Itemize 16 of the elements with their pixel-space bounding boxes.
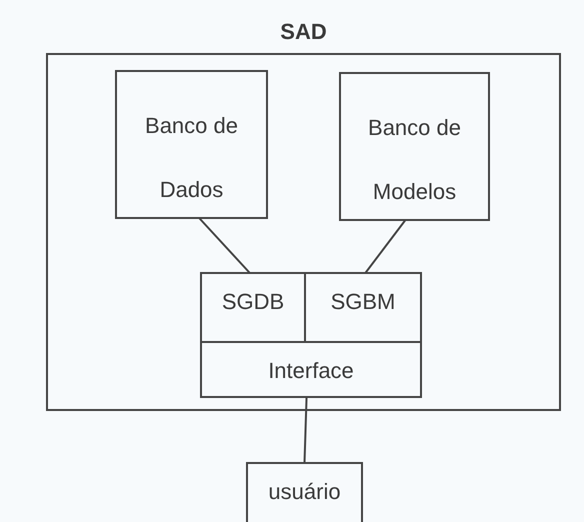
component-box xyxy=(246,462,363,522)
connector-line xyxy=(198,217,251,274)
box-heading: SAD xyxy=(279,19,328,45)
box-label: Interface xyxy=(267,357,355,385)
connector-line xyxy=(304,396,308,464)
box-label: SGBM xyxy=(330,288,396,316)
component-box xyxy=(115,70,268,219)
module-cell xyxy=(200,341,422,398)
module-cell xyxy=(200,272,306,343)
module-cell xyxy=(304,272,422,343)
box-label: Banco de Modelos xyxy=(367,114,462,206)
box-label: Banco de Dados xyxy=(144,112,239,204)
connector-line xyxy=(364,219,406,274)
box-label: usuário xyxy=(267,478,342,506)
box-label: SGDB xyxy=(220,288,286,316)
component-box xyxy=(339,72,490,221)
